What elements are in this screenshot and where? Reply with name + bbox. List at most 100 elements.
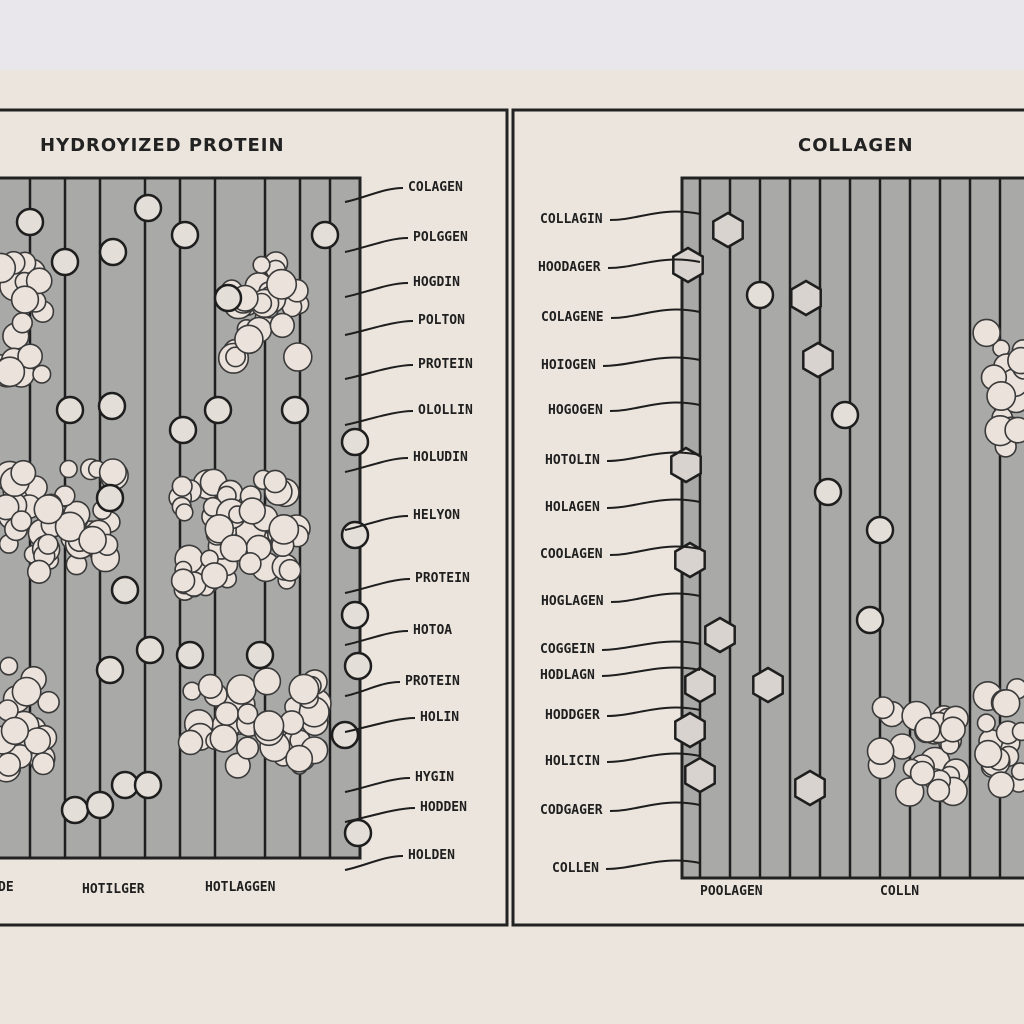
leader-line <box>606 706 701 717</box>
hexagon-ring <box>670 446 702 484</box>
hexagon-ring <box>684 756 716 794</box>
bead-node <box>175 640 205 670</box>
protein-cluster <box>0 250 55 388</box>
right-side-label: CODGAGER <box>540 803 603 818</box>
left-side-label: PROTEIN <box>418 357 473 372</box>
protein-cluster <box>866 696 970 807</box>
right-side-label: HOTOLIN <box>545 453 600 468</box>
right-hexagon-chain <box>670 211 834 807</box>
right-side-label: COLAGENE <box>541 310 604 325</box>
right-side-label: COGGEIN <box>540 642 595 657</box>
hexagon-ring <box>790 279 822 317</box>
bead-node <box>95 483 125 513</box>
left-side-label: HOLUDIN <box>413 450 468 465</box>
leader-line <box>609 801 701 812</box>
bead-node <box>213 283 243 313</box>
protein-cluster <box>168 468 311 602</box>
right-side-label: HOODAGER <box>538 260 601 275</box>
bead-node <box>855 605 885 635</box>
leader-line <box>609 210 701 221</box>
right-side-label: HOLICIN <box>545 754 600 769</box>
right-side-label: COLLAGIN <box>540 212 603 227</box>
hexagon-ring <box>672 246 704 284</box>
hexagon-ring <box>752 666 784 704</box>
bead-node <box>245 640 275 670</box>
right-bottom-label: COLLN <box>880 884 920 899</box>
left-side-label: PROTEIN <box>405 674 460 689</box>
bead-node <box>865 515 895 545</box>
bead-node <box>168 415 198 445</box>
left-side-label: HODDEN <box>420 800 467 815</box>
left-side-label: OLOLLIN <box>418 403 473 418</box>
hexagon-ring <box>712 211 744 249</box>
right-side-label: HOGLAGEN <box>541 594 604 609</box>
right-side-label: COLLEN <box>552 861 599 876</box>
right-panel-frame <box>511 108 1024 927</box>
left-side-label: HOGDIN <box>413 275 460 290</box>
right-side-label: HODDGER <box>545 708 600 723</box>
bead-node <box>330 720 360 750</box>
left-side-label: PROTEIN <box>415 571 470 586</box>
right-side-label: HODLAGN <box>540 668 595 683</box>
bead-node <box>135 635 165 665</box>
bead-node <box>50 247 80 277</box>
leader-line <box>601 640 701 651</box>
left-side-label: HYGIN <box>415 770 455 785</box>
bead-node <box>343 818 373 848</box>
label-leader-lines <box>344 187 701 871</box>
right-side-label: HOIOGEN <box>541 358 596 373</box>
bead-nodes <box>15 193 895 848</box>
left-side-label: HELYON <box>413 508 460 523</box>
left-bottom-label: HOTLAGGEN <box>205 880 276 895</box>
leader-line <box>344 681 401 697</box>
leader-line <box>344 282 409 298</box>
leader-line <box>344 457 409 473</box>
bead-node <box>813 477 843 507</box>
leader-line <box>344 237 409 253</box>
right-side-label: COOLAGEN <box>540 547 603 562</box>
bead-node <box>55 395 85 425</box>
bead-node <box>95 655 125 685</box>
right-side-label: HOGOGEN <box>548 403 603 418</box>
leader-line <box>610 308 701 319</box>
left-side-label: COLAGEN <box>408 180 463 195</box>
bead-node <box>343 651 373 681</box>
leader-line <box>606 752 701 763</box>
leader-line <box>606 498 701 509</box>
leader-line <box>344 630 409 646</box>
protein-cluster <box>0 656 60 783</box>
leader-line <box>605 859 701 870</box>
left-panel-title: HYDROYIZED PROTEIN <box>40 135 285 156</box>
bead-node <box>170 220 200 250</box>
leader-line <box>344 515 409 531</box>
left-protein-clusters <box>0 250 332 783</box>
left-bottom-label: HOTILGER <box>82 882 145 897</box>
protein-cluster <box>972 318 1024 458</box>
bead-node <box>340 427 370 457</box>
leader-line <box>606 451 701 462</box>
bead-node <box>280 395 310 425</box>
left-panel-frame <box>0 108 509 927</box>
left-side-label: POLGGEN <box>413 230 468 245</box>
bead-node <box>85 790 115 820</box>
protein-cluster <box>177 667 332 779</box>
bead-node <box>15 207 45 237</box>
leader-line <box>610 592 701 603</box>
right-side-label: HOLAGEN <box>545 500 600 515</box>
leader-line <box>344 717 416 733</box>
bead-node <box>133 770 163 800</box>
bead-node <box>745 280 775 310</box>
leader-line <box>601 666 701 677</box>
leader-line <box>344 578 411 594</box>
left-side-label: HOLDEN <box>408 848 455 863</box>
bead-node <box>98 237 128 267</box>
protein-cluster <box>0 458 129 584</box>
bead-node <box>830 400 860 430</box>
bead-node <box>97 391 127 421</box>
bead-node <box>203 395 233 425</box>
leader-line <box>602 356 701 367</box>
leader-line <box>344 364 414 380</box>
leader-line <box>609 545 701 556</box>
leader-line <box>344 187 404 203</box>
